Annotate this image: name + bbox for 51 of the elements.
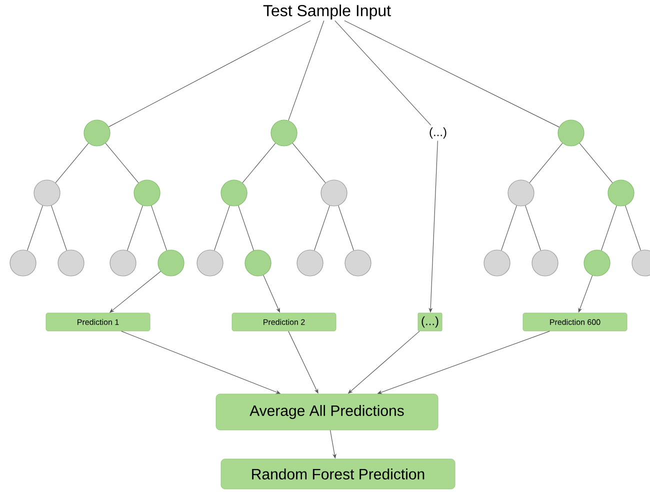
tree-node (484, 250, 510, 276)
connector-line (127, 205, 143, 251)
tree-node (608, 180, 634, 206)
connector-line (334, 20, 432, 126)
connector-line (55, 142, 89, 184)
result-box: Random Forest Prediction (220, 458, 456, 490)
connector-line (344, 20, 560, 128)
tree-node (244, 250, 272, 276)
connector-line (625, 205, 641, 251)
prediction-box: (...) (418, 312, 442, 332)
tree-node (158, 250, 184, 276)
tree-node (584, 250, 610, 276)
prediction-box: Prediction 1 (46, 312, 150, 332)
connector-line (105, 142, 139, 184)
tree-node (34, 180, 60, 206)
connector-line (314, 205, 330, 251)
connector-line (288, 20, 324, 121)
connector-line (501, 205, 517, 251)
connector-line (242, 142, 276, 184)
connector-line (51, 205, 67, 251)
tree-node (10, 250, 36, 276)
connector-line (601, 205, 617, 251)
connector-line (238, 205, 254, 251)
tree-node (134, 180, 160, 206)
connector-line (338, 205, 354, 251)
prediction-box: Prediction 2 (232, 312, 336, 332)
tree-node (320, 180, 348, 206)
connector-line (292, 142, 326, 184)
tree-node (220, 180, 248, 206)
input-label: Test Sample Input (263, 4, 391, 20)
tree-node (632, 250, 650, 276)
tree-node (508, 180, 534, 206)
tree-node (58, 250, 84, 276)
average-box: Average All Predictions (216, 394, 438, 430)
connector-line (214, 205, 230, 251)
tree-node (558, 120, 584, 146)
tree-node (196, 250, 224, 276)
connector-line (529, 142, 563, 184)
connector-line (579, 142, 613, 184)
ellipsis-label: (...) (430, 127, 446, 139)
tree-node (84, 120, 110, 146)
connector-line (151, 205, 167, 251)
connector-line (108, 20, 311, 128)
connector-line (525, 205, 541, 251)
connector-line (27, 205, 43, 251)
prediction-box: Prediction 600 (522, 312, 628, 332)
tree-node (344, 250, 372, 276)
tree-node (110, 250, 136, 276)
tree-node (270, 120, 298, 146)
tree-node (532, 250, 558, 276)
tree-node (296, 250, 324, 276)
